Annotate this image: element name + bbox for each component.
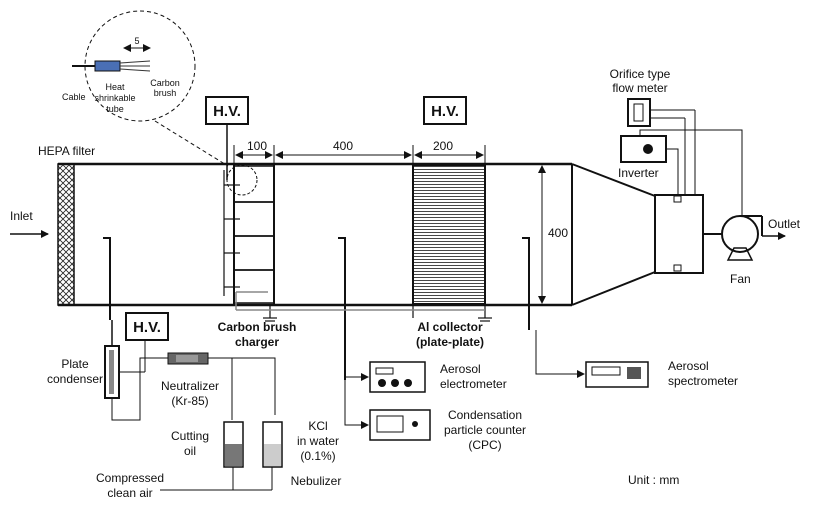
kcl-vial (262, 421, 283, 490)
dim-400-vertical: 400 (548, 226, 568, 240)
kcl-label: (0.1%) (300, 449, 335, 463)
neutralizer-label: Neutralizer (161, 379, 219, 393)
hv-box-collector: H.V. (423, 96, 467, 125)
orifice-flow-meter (627, 98, 696, 195)
spectrometer-label: Aerosol (668, 359, 709, 373)
collector-label: Al collector (417, 320, 483, 334)
main-duct (57, 162, 722, 307)
compressed-air-label: clean air (107, 486, 152, 500)
charger-label: Carbon brush (218, 320, 297, 334)
dim-100: 100 (247, 139, 267, 153)
kcl-label: KCl (308, 419, 327, 433)
carbon-label: Carbon (150, 78, 180, 88)
inverter (620, 129, 743, 216)
cutting-oil-label: oil (184, 444, 196, 458)
kcl-label: in water (297, 434, 339, 448)
fan-label: Fan (730, 272, 751, 286)
hepa-filter (57, 163, 75, 306)
flow-box (654, 194, 704, 274)
aerosol-electrometer (345, 361, 426, 393)
hv-box-charger: H.V. (205, 96, 249, 180)
cpc-label: Condensation (448, 408, 522, 422)
hv-box-condenser: H.V. (125, 312, 169, 341)
dim-400: 400 (333, 139, 353, 153)
dim-5: 5 (134, 36, 139, 46)
electrometer-label: Aerosol (440, 362, 481, 376)
unit-label: Unit : mm (628, 473, 679, 487)
neutralizer-label: (Kr-85) (171, 394, 208, 408)
labels: Inlet Outlet HEPA filter Carbon brush ch… (10, 67, 801, 500)
nebulizer-label: Nebulizer (291, 474, 342, 488)
cpc (344, 380, 431, 441)
neutralizer (111, 352, 276, 421)
heat-tube-label: tube (106, 104, 124, 114)
al-collector (412, 164, 492, 322)
plate-condenser-label: Plate (61, 357, 89, 371)
hv-label: H.V. (213, 103, 241, 120)
carbon-brush-charger (223, 164, 277, 322)
cutting-oil-vial (223, 421, 244, 490)
plate-condenser-label: condenser (47, 372, 103, 386)
heat-tube-label: Heat (105, 82, 125, 92)
cpc-label: particle counter (444, 423, 526, 437)
heat-tube-label: shrinkable (94, 93, 135, 103)
hv-label: H.V. (133, 319, 161, 336)
orifice-label: Orifice type (610, 67, 671, 81)
inlet-label: Inlet (10, 209, 33, 223)
cable-label: Cable (62, 92, 86, 102)
dimension-lines: 100 400 200 400 (233, 139, 568, 304)
carbon-label: brush (154, 88, 177, 98)
carbon-brush-inset: 5 Cable Heat shrinkable tube Carbon brus… (62, 10, 229, 167)
charger-label: charger (235, 335, 279, 349)
cutting-oil-label: Cutting (171, 429, 209, 443)
hv-label: H.V. (431, 103, 459, 120)
inverter-label: Inverter (618, 166, 659, 180)
electrometer-label: electrometer (440, 377, 507, 391)
outlet-label: Outlet (768, 217, 801, 231)
collector-label: (plate-plate) (416, 335, 484, 349)
hepa-label: HEPA filter (38, 144, 95, 158)
cpc-label: (CPC) (468, 438, 501, 452)
compressed-air-label: Compressed (96, 471, 164, 485)
fan (721, 215, 763, 261)
aerosol-spectrometer (535, 330, 649, 388)
sampling-probes (103, 237, 530, 380)
dim-200: 200 (433, 139, 453, 153)
spectrometer-label: spectrometer (668, 374, 738, 388)
orifice-label: flow meter (612, 81, 667, 95)
